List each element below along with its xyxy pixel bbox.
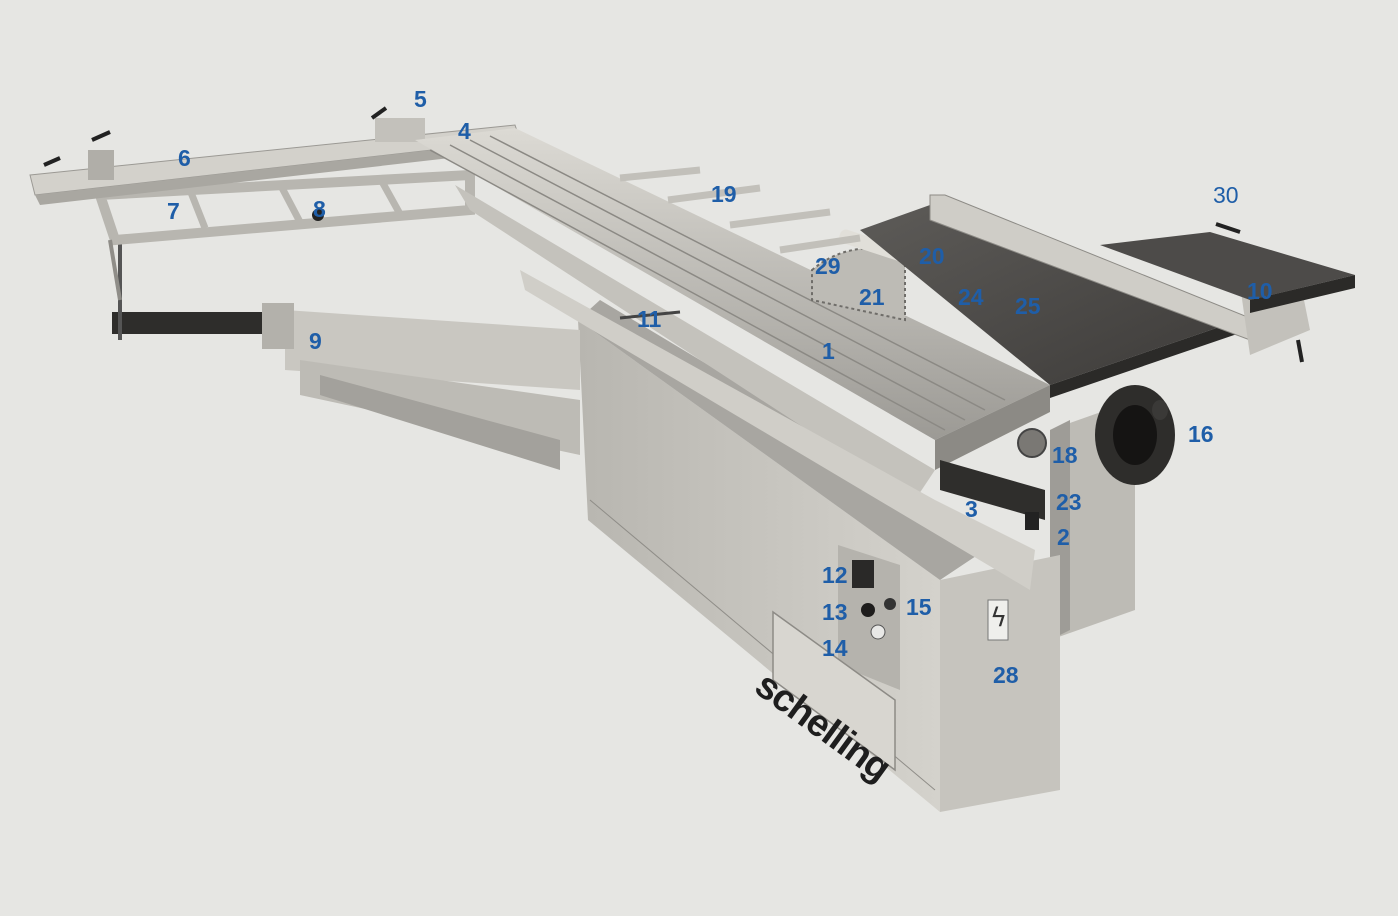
callout-14: 14 — [822, 635, 848, 661]
callout-8: 8 — [313, 196, 326, 222]
callout-19: 19 — [711, 181, 737, 207]
callout-18: 18 — [1052, 442, 1078, 468]
callout-7: 7 — [167, 198, 180, 224]
stop-button — [870, 624, 886, 640]
callout-23: 23 — [1056, 489, 1082, 515]
warning-sticker — [987, 599, 1009, 641]
callout-6: 6 — [178, 145, 191, 171]
callout-16: 16 — [1188, 421, 1214, 447]
indicator-lamp — [884, 598, 896, 610]
sliding-carriage — [415, 128, 1050, 590]
main-switch — [852, 560, 874, 588]
callout-21: 21 — [859, 284, 885, 310]
callout-29: 29 — [815, 253, 841, 279]
callout-15: 15 — [906, 594, 932, 620]
roller-table — [619, 166, 861, 254]
callout-25: 25 — [1015, 293, 1041, 319]
main-table — [860, 205, 1240, 398]
callout-1: 1 — [822, 338, 835, 364]
callout-12: 12 — [822, 562, 848, 588]
callout-3: 3 — [965, 496, 978, 522]
lightning-warning-icon: ϟ — [990, 603, 1008, 633]
callout-24: 24 — [958, 284, 984, 310]
locking-knob — [312, 209, 324, 221]
crosscut-fence — [29, 106, 521, 221]
height-handwheel — [1095, 385, 1175, 485]
callout-11: 11 — [637, 306, 662, 332]
callout-9: 9 — [309, 328, 322, 354]
support-arm — [112, 240, 580, 470]
callout-2: 2 — [1057, 524, 1070, 550]
callout-20: 20 — [919, 243, 945, 269]
callout-4: 4 — [458, 118, 471, 144]
table-extension — [1100, 222, 1355, 313]
callout-10: 10 — [1247, 278, 1273, 304]
start-button — [861, 603, 875, 617]
callout-30: 30 — [1213, 182, 1239, 208]
control-panel — [838, 545, 900, 690]
callout-5: 5 — [414, 86, 427, 112]
callout-13: 13 — [822, 599, 848, 625]
callout-28: 28 — [993, 662, 1019, 688]
outrigger-frame — [93, 169, 475, 301]
scoring-unit — [940, 428, 1047, 530]
brand-plate — [772, 610, 896, 772]
